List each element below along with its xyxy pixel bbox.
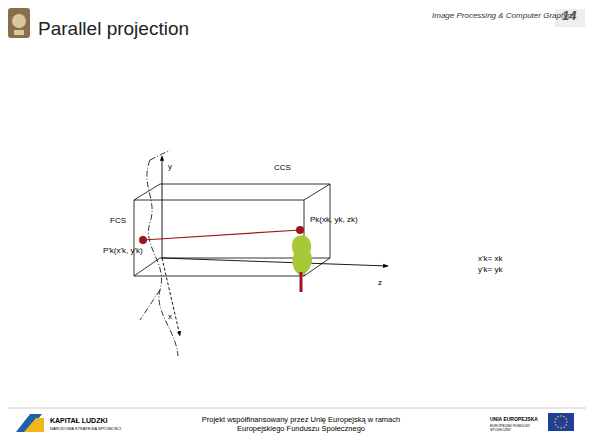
equation: x'k= xk bbox=[478, 254, 502, 263]
object-point bbox=[296, 226, 304, 234]
eu-fund-name: EUROPEJSKI FUNDUSZ SPOŁECZNY bbox=[490, 424, 542, 432]
page-number: 14 bbox=[562, 9, 576, 24]
axis-name: z bbox=[378, 278, 382, 287]
x-axis bbox=[162, 258, 180, 336]
point-label: Pk(xk, yk, zk) bbox=[310, 215, 358, 224]
object-blob bbox=[292, 235, 312, 276]
axis-name: x bbox=[168, 312, 172, 321]
eu-flag bbox=[548, 413, 574, 431]
eu-name: UNIA EUROPEJSKA bbox=[490, 417, 538, 423]
funding-note: Projekt współfinansowany przez Unię Euro… bbox=[196, 416, 406, 433]
slide-title: Parallel projection bbox=[38, 18, 189, 40]
program-subtitle: NARODOWA STRATEGIA SPÓJNOŚCI bbox=[50, 427, 121, 432]
kapital-ludzki-logo bbox=[16, 414, 44, 432]
z-axis bbox=[162, 258, 388, 266]
program-name: KAPITAŁ LUDZKI bbox=[50, 417, 107, 425]
university-logo bbox=[8, 8, 30, 38]
footer-rule bbox=[8, 408, 586, 409]
system-name: FCS bbox=[110, 216, 126, 225]
object-stem bbox=[300, 272, 303, 292]
course-name: Image Processing & Computer Graphics bbox=[432, 11, 575, 20]
projection-ray bbox=[143, 230, 300, 240]
point-label: P'k(x'k, y'k) bbox=[103, 246, 143, 255]
y-axis bbox=[162, 156, 163, 258]
equation: y'k= yk bbox=[478, 265, 502, 274]
fcs-plane-edge bbox=[140, 150, 170, 320]
projection-volume bbox=[134, 184, 330, 276]
axis-name: y bbox=[168, 162, 172, 171]
system-name: CCS bbox=[274, 163, 291, 172]
projected-point bbox=[139, 236, 147, 244]
header-rule bbox=[8, 41, 586, 43]
